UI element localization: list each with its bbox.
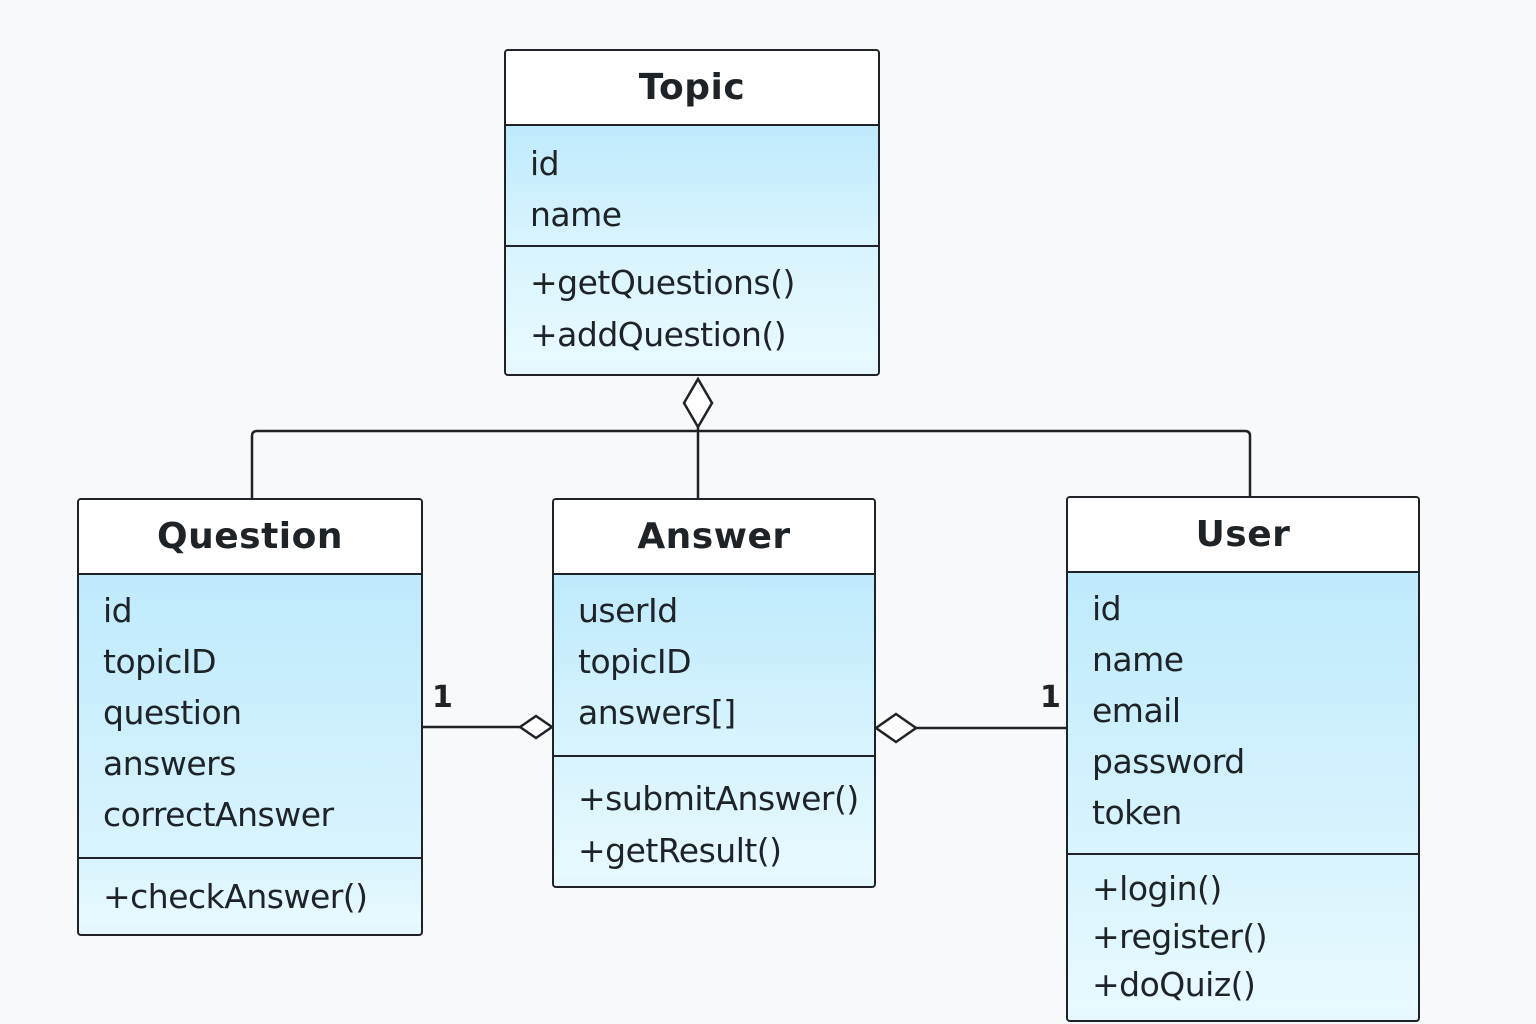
class-topic[interactable]: Topic id name +getQuestions() +addQuesti… — [504, 49, 880, 376]
topic-attribute: name — [530, 195, 622, 234]
user-multiplicity-label: 1 — [1040, 680, 1061, 715]
answer-attribute: userId — [578, 591, 678, 630]
user-attribute: name — [1092, 640, 1184, 679]
topic-operation: +getQuestions() — [530, 263, 795, 302]
class-topic-operations: +getQuestions() +addQuestion() — [506, 247, 878, 361]
class-question[interactable]: Question id topicID question answers cor… — [77, 498, 423, 936]
topic-operation: +addQuestion() — [530, 315, 787, 354]
question-attribute: id — [103, 591, 133, 630]
question-answer-diamond — [517, 714, 555, 740]
class-answer-name: Answer — [554, 500, 874, 575]
class-topic-attributes: id name — [506, 126, 878, 247]
class-user-operations: +login() +register() +doQuiz() — [1068, 855, 1418, 1009]
class-question-name: Question — [79, 500, 421, 575]
user-operation: +register() — [1092, 917, 1268, 956]
class-answer-operations: +submitAnswer() +getResult() — [554, 757, 874, 877]
topic-aggregation-diamond — [682, 376, 714, 430]
class-question-attributes: id topicID question answers correctAnswe… — [79, 575, 421, 859]
question-attribute: answers — [103, 744, 236, 783]
class-topic-name: Topic — [506, 51, 878, 126]
class-question-operations: +checkAnswer() — [79, 859, 421, 923]
user-attribute: email — [1092, 691, 1181, 730]
question-attribute: topicID — [103, 642, 217, 681]
question-attribute: correctAnswer — [103, 795, 334, 834]
answer-operation: +submitAnswer() — [578, 779, 859, 818]
class-answer-attributes: userId topicID answers[] — [554, 575, 874, 757]
class-user-attributes: id name email password token — [1068, 573, 1418, 855]
answer-operation: +getResult() — [578, 831, 782, 870]
user-operation: +doQuiz() — [1092, 965, 1256, 1004]
answer-attribute: topicID — [578, 642, 692, 681]
user-attribute: id — [1092, 589, 1122, 628]
class-user-name: User — [1068, 498, 1418, 573]
question-attribute: question — [103, 693, 242, 732]
answer-attribute: answers[] — [578, 693, 736, 732]
question-multiplicity-label: 1 — [432, 680, 453, 715]
class-user[interactable]: User id name email password token +login… — [1066, 496, 1420, 1022]
class-answer[interactable]: Answer userId topicID answers[] +submitA… — [552, 498, 876, 888]
user-answer-diamond — [873, 712, 919, 744]
topic-bus-line — [250, 429, 1252, 498]
user-attribute: password — [1092, 742, 1245, 781]
user-attribute: token — [1092, 793, 1182, 832]
user-operation: +login() — [1092, 869, 1222, 908]
topic-attribute: id — [530, 144, 560, 183]
question-operation: +checkAnswer() — [103, 877, 368, 916]
